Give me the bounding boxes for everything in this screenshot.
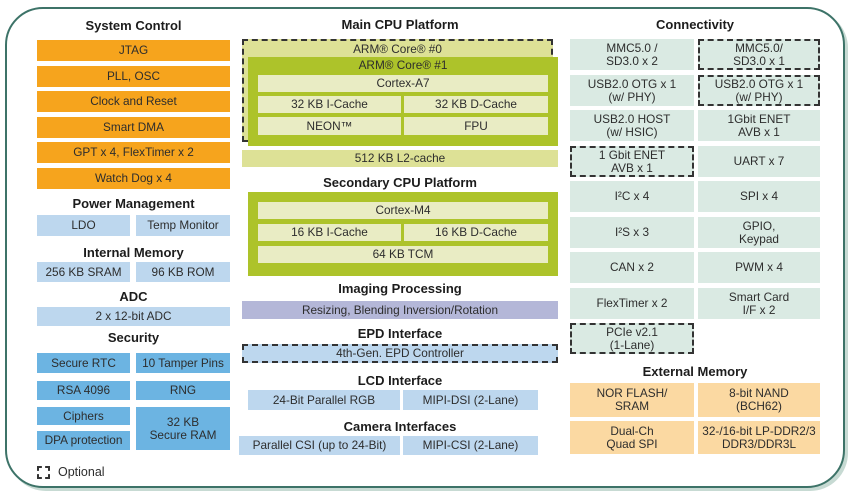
hdr-main-cpu-platform: Main CPU Platform <box>341 17 459 32</box>
hdr-internal-memory: Internal Memory <box>83 245 184 260</box>
conn-flextimer: FlexTimer x 2 <box>570 288 694 319</box>
hdr-imaging-processing: Imaging Processing <box>338 281 462 296</box>
conn-enet-avb-optional: 1 Gbit ENET AVB x 1 <box>570 146 694 177</box>
block-mipi-csi: MIPI-CSI (2-Lane) <box>403 436 538 455</box>
block-tamper-pins: 10 Tamper Pins <box>136 353 230 373</box>
hdr-external-memory: External Memory <box>642 364 748 379</box>
block-cortex-m4: Cortex-M4 <box>258 202 548 219</box>
block-a7-icache: 32 KB I-Cache <box>258 96 401 113</box>
extmem-nor-flash: NOR FLASH/ SRAM <box>570 383 694 417</box>
conn-spi: SPI x 4 <box>698 181 820 212</box>
conn-can: CAN x 2 <box>570 252 694 283</box>
block-mipi-dsi: MIPI-DSI (2-Lane) <box>403 390 538 410</box>
conn-usb-otg-optional: USB2.0 OTG x 1 (w/ PHY) <box>698 75 820 106</box>
hdr-security: Security <box>107 330 160 345</box>
hdr-connectivity: Connectivity <box>655 17 734 32</box>
block-watchdog: Watch Dog x 4 <box>37 168 230 189</box>
conn-mmc-sd-x1: MMC5.0/ SD3.0 x 1 <box>698 39 820 70</box>
block-a7-dcache: 32 KB D-Cache <box>404 96 548 113</box>
block-rng: RNG <box>136 381 230 400</box>
hdr-adc: ADC <box>119 289 148 304</box>
hdr-camera-interfaces: Camera Interfaces <box>343 419 457 434</box>
block-rom: 96 KB ROM <box>136 262 230 282</box>
block-dpa-protection: DPA protection <box>37 431 130 450</box>
conn-usb-host: USB2.0 HOST (w/ HSIC) <box>570 110 694 141</box>
block-clock-reset: Clock and Reset <box>37 91 230 112</box>
block-ciphers: Ciphers <box>37 407 130 425</box>
block-jtag: JTAG <box>37 40 230 61</box>
block-pll-osc: PLL, OSC <box>37 66 230 87</box>
block-tcm: 64 KB TCM <box>258 246 548 263</box>
optional-legend-swatch <box>37 466 50 479</box>
block-gpt-flextimer: GPT x 4, FlexTimer x 2 <box>37 142 230 163</box>
block-l2-cache: 512 KB L2-cache <box>242 150 558 167</box>
optional-legend-label: Optional <box>58 465 105 479</box>
block-m4-dcache: 16 KB D-Cache <box>404 224 548 241</box>
conn-usb-otg: USB2.0 OTG x 1 (w/ PHY) <box>570 75 694 106</box>
block-secure-ram: 32 KB Secure RAM <box>136 407 230 450</box>
block-ldo: LDO <box>37 215 130 236</box>
block-fpu: FPU <box>404 117 548 135</box>
hdr-lcd-interface: LCD Interface <box>357 373 443 388</box>
conn-gpio-keypad: GPIO, Keypad <box>698 217 820 248</box>
block-rsa: RSA 4096 <box>37 381 130 400</box>
block-neon: NEON™ <box>258 117 401 135</box>
block-cortex-a7: Cortex-A7 <box>258 75 548 92</box>
extmem-ddr: 32-/16-bit LP-DDR2/3 DDR3/DDR3L <box>698 421 820 454</box>
block-smart-dma: Smart DMA <box>37 117 230 138</box>
block-secure-rtc: Secure RTC <box>37 353 130 373</box>
hdr-secondary-cpu-platform: Secondary CPU Platform <box>323 175 477 190</box>
hdr-system-control: System Control <box>85 18 182 33</box>
conn-enet-avb: 1Gbit ENET AVB x 1 <box>698 110 820 141</box>
block-sram: 256 KB SRAM <box>37 262 130 282</box>
conn-pcie-optional: PCIe v2.1 (1-Lane) <box>570 323 694 354</box>
conn-i2c: I²C x 4 <box>570 181 694 212</box>
block-epd-controller: 4th-Gen. EPD Controller <box>242 344 558 363</box>
conn-i2s: I²S x 3 <box>570 217 694 248</box>
block-parallel-csi: Parallel CSI (up to 24-Bit) <box>239 436 400 455</box>
block-imaging: Resizing, Blending Inversion/Rotation <box>242 301 558 319</box>
block-adc: 2 x 12-bit ADC <box>37 307 230 326</box>
extmem-quad-spi: Dual-Ch Quad SPI <box>570 421 694 454</box>
conn-pwm: PWM x 4 <box>698 252 820 283</box>
block-parallel-rgb: 24-Bit Parallel RGB <box>248 390 400 410</box>
extmem-nand: 8-bit NAND (BCH62) <box>698 383 820 417</box>
hdr-power-management: Power Management <box>72 196 195 211</box>
conn-mmc-sd-x2: MMC5.0 / SD3.0 x 2 <box>570 39 694 70</box>
conn-smart-card: Smart Card I/F x 2 <box>698 288 820 319</box>
block-temp-monitor: Temp Monitor <box>136 215 230 236</box>
hdr-epd-interface: EPD Interface <box>357 326 443 341</box>
block-m4-icache: 16 KB I-Cache <box>258 224 401 241</box>
conn-uart: UART x 7 <box>698 146 820 177</box>
